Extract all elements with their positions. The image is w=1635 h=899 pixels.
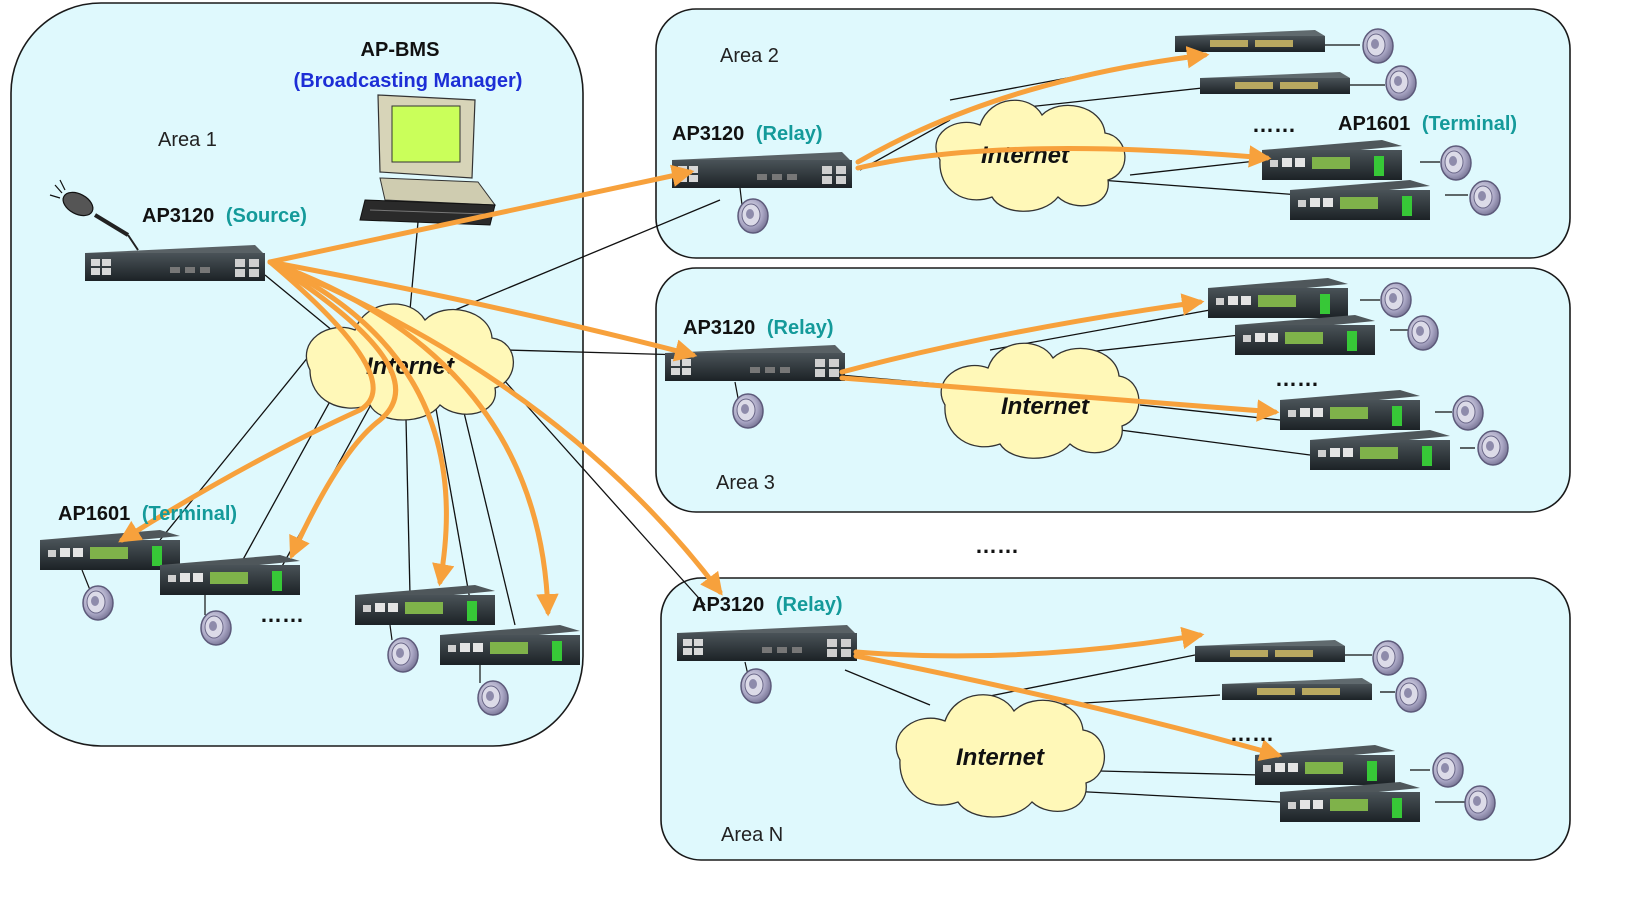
relay-role: (Relay) (776, 594, 843, 616)
speaker-icon (1440, 145, 1472, 181)
internet-clouds: Internet Internet Internet Internet (305, 99, 1140, 818)
cloud-label-area-n: Internet (956, 744, 1045, 771)
relay-model: AP3120 (692, 594, 764, 616)
terminal-model: AP1601 (1338, 113, 1410, 135)
speaker-icon (1407, 315, 1439, 351)
area-2-label: Area 2 (720, 45, 779, 67)
speaker-icon (740, 668, 772, 704)
speaker-icon (1469, 180, 1501, 216)
speaker-icon (1385, 65, 1417, 101)
source-model: AP3120 (142, 205, 214, 227)
cloud-area-1: Internet (305, 303, 515, 421)
speaker-icon (82, 585, 114, 621)
ellipsis-area-1: …… (260, 602, 304, 627)
relay-model: AP3120 (683, 317, 755, 339)
terminal-label-area-2: AP1601 (Terminal) (1338, 113, 1517, 135)
bms-subtitle: (Broadcasting Manager) (294, 70, 523, 92)
terminal-role: (Terminal) (142, 503, 237, 525)
cloud-area-n: Internet (895, 694, 1106, 818)
relay-role: (Relay) (756, 123, 823, 145)
speaker-icon (1477, 430, 1509, 466)
ellipsis-area-n: …… (1230, 721, 1274, 746)
relay-label-area-2: AP3120 (Relay) (672, 123, 823, 145)
area-n-box (660, 577, 1571, 861)
speaker-icon (387, 637, 419, 673)
source-role: (Source) (226, 205, 307, 227)
terminal-label-area-1: AP1601 (Terminal) (58, 503, 237, 525)
ellipsis-area-3: …… (1275, 366, 1319, 391)
microphone-icon (49, 179, 139, 251)
speaker-icon (737, 198, 769, 234)
speaker-icon (200, 610, 232, 646)
speaker-icon (1380, 282, 1412, 318)
area-3-label: Area 3 (716, 472, 775, 494)
speaker-icon (1362, 28, 1394, 64)
relay-label-area-3: AP3120 (Relay) (683, 317, 834, 339)
speakers (81, 28, 1509, 821)
bms-title: AP-BMS (361, 39, 440, 61)
speaker-icon (1432, 752, 1464, 788)
speaker-icon (477, 680, 509, 716)
ellipsis-area-2: …… (1252, 112, 1296, 137)
speaker-icon (1452, 395, 1484, 431)
speaker-icon (1395, 677, 1427, 713)
area-1-label: Area 1 (158, 129, 217, 151)
source-label: AP3120 (Source) (142, 205, 307, 227)
relay-label-area-n: AP3120 (Relay) (692, 594, 843, 616)
speaker-icon (732, 393, 764, 429)
relay-role: (Relay) (767, 317, 834, 339)
area-n-label: Area N (721, 824, 783, 846)
labels: Area 1 Area 2 Area 3 Area N AP-BMS (Broa… (58, 39, 1517, 846)
broadcast-arrows (118, 46, 1283, 762)
terminal-model: AP1601 (58, 503, 130, 525)
ellipsis-between-areas: …… (975, 533, 1019, 558)
speaker-icon (1464, 785, 1496, 821)
relay-model: AP3120 (672, 123, 744, 145)
terminal-role: (Terminal) (1422, 113, 1517, 135)
cloud-label-area-2: Internet (981, 142, 1070, 169)
speaker-icon (1372, 640, 1404, 676)
